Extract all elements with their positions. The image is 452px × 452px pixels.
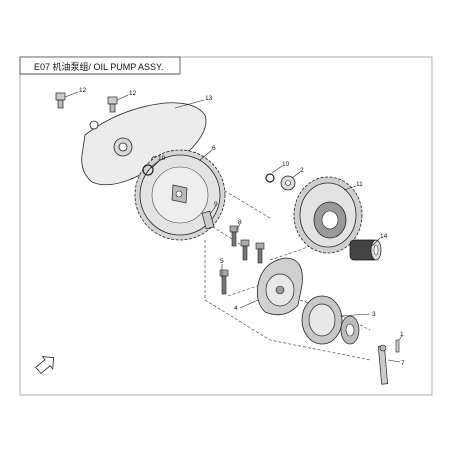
circlip-10-right [265,173,275,183]
callout-10-left: 10 [158,155,166,162]
circlip-10-left [142,164,154,176]
bolt-12-left [55,92,66,109]
callout-12-right: 12 [129,90,137,97]
needle-bearing-14 [349,239,382,261]
dowel-pin-1 [395,339,400,353]
callout-7: 7 [401,360,405,367]
pump-shaft-7 [377,344,389,385]
front-direction-arrow-icon [35,356,55,375]
callout-3: 3 [372,311,376,318]
callout-13: 13 [205,95,213,102]
callout-8: 8 [238,219,242,226]
helical-gear-11 [293,176,363,254]
gear-cover-plate [81,102,207,186]
callout-6: 6 [212,145,216,152]
callout-4: 4 [234,305,238,312]
pump-housing-4 [256,257,303,316]
callout-11: 11 [356,181,363,188]
diagram-frame [19,56,433,396]
callout-labels: 12 12 13 6 10 10 2 11 9 8 14 5 4 3 1 7 [79,87,405,367]
key-pin-9 [201,210,215,230]
bolt-5 [219,269,229,295]
bolt-8-middle [240,239,250,261]
pump-rotor-3 [301,295,360,345]
callout-14: 14 [380,233,388,240]
bolt-8-right [255,242,265,264]
bolt-8-upper [229,225,239,247]
callout-leaders [64,91,403,363]
large-spur-gear [134,149,226,241]
callout-9: 9 [214,201,218,208]
bolt-12-right [107,96,118,113]
callout-12-left: 12 [79,87,87,94]
callout-10-right: 10 [282,161,290,168]
callout-2: 2 [300,167,304,174]
callout-1: 1 [400,331,404,338]
callout-5: 5 [220,258,224,265]
page-title: E07 机油泵组/ OIL PUMP ASSY. [34,61,163,72]
